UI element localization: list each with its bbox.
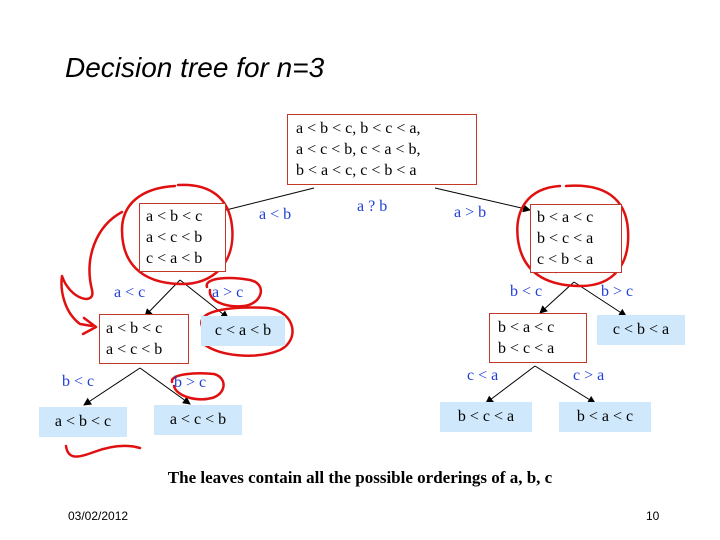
- leaf-a-b-c: a < b < c: [39, 407, 127, 437]
- edge-left-right: [179, 279, 229, 319]
- edge-label-left-left: a < c: [114, 284, 146, 301]
- leaf-c-a-b: c < a < b: [201, 316, 285, 346]
- annotation-loop-arrow: [60, 210, 124, 328]
- edge-label-ll-right: b > c: [174, 374, 207, 391]
- edge-left-left: [144, 279, 181, 317]
- root-line-3: b < a < c, c < b < a: [296, 162, 417, 179]
- page-number: 10: [646, 509, 660, 523]
- edge-root-left: [217, 187, 315, 215]
- leaf-b-c-a: b < c < a: [440, 402, 532, 432]
- edge-label-root-right: a > b: [454, 204, 487, 221]
- edge-rl-right: [534, 365, 596, 404]
- left-node-line-2: a < c < b: [146, 229, 203, 246]
- right-node-line-3: c < b < a: [537, 251, 594, 268]
- rl-node: b < a < c b < c < a: [489, 313, 587, 363]
- edge-label-root-left: a < b: [259, 206, 292, 223]
- annotation-underline-leaf: [64, 444, 142, 458]
- edge-right-right: [573, 281, 627, 317]
- annotation-arrowhead: [81, 316, 98, 336]
- root-question-label: a ? b: [357, 198, 388, 215]
- leaf-b-a-c: b < a < c: [559, 402, 651, 432]
- edge-root-right: [434, 187, 531, 213]
- annotation-circle-cab: [200, 306, 294, 357]
- leaf-a-c-b: a < c < b: [154, 405, 242, 435]
- right-node-line-2: b < c < a: [537, 230, 594, 247]
- rl-node-line-2: b < c < a: [498, 340, 555, 357]
- root-line-1: a < b < c, b < c < a,: [296, 120, 421, 137]
- edge-label-rl-left: c < a: [467, 367, 499, 384]
- slide-date: 03/02/2012: [68, 509, 129, 523]
- annotation-circle-bgtc: [170, 372, 225, 401]
- edge-rl-left: [485, 365, 536, 404]
- edge-label-left-right: a > c: [212, 284, 244, 301]
- edge-label-right-right: b > c: [601, 283, 634, 300]
- right-node: b < a < c b < c < a c < b < a: [530, 204, 622, 273]
- root-line-2: a < c < b, c < a < b,: [296, 141, 421, 158]
- annotation-circle-agtc: [205, 276, 263, 308]
- edge-right-left: [539, 281, 575, 314]
- rl-node-line-1: b < a < c: [498, 319, 555, 336]
- right-node-line-1: b < a < c: [537, 209, 594, 226]
- left-node-line-1: a < b < c: [146, 208, 203, 225]
- left-node: a < b < c a < c < b c < a < b: [139, 203, 226, 272]
- leaf-c-b-a: c < b < a: [597, 315, 685, 345]
- left-node-line-3: c < a < b: [146, 250, 203, 267]
- ll-node-line-2: a < c < b: [106, 341, 163, 358]
- ll-node: a < b < c a < c < b: [99, 314, 189, 364]
- ll-node-line-1: a < b < c: [106, 320, 163, 337]
- root-node: a < b < c, b < c < a, a < c < b, c < a <…: [287, 114, 477, 185]
- edge-ll-right: [139, 367, 191, 405]
- leaves-caption: The leaves contain all the possible orde…: [167, 468, 553, 487]
- edge-label-rl-right: c > a: [573, 367, 605, 384]
- edge-label-ll-left: b < c: [62, 373, 95, 390]
- edge-label-right-left: b < c: [510, 283, 543, 300]
- slide-title: Decision tree for n=3: [65, 52, 325, 83]
- edge-ll-left: [83, 367, 141, 406]
